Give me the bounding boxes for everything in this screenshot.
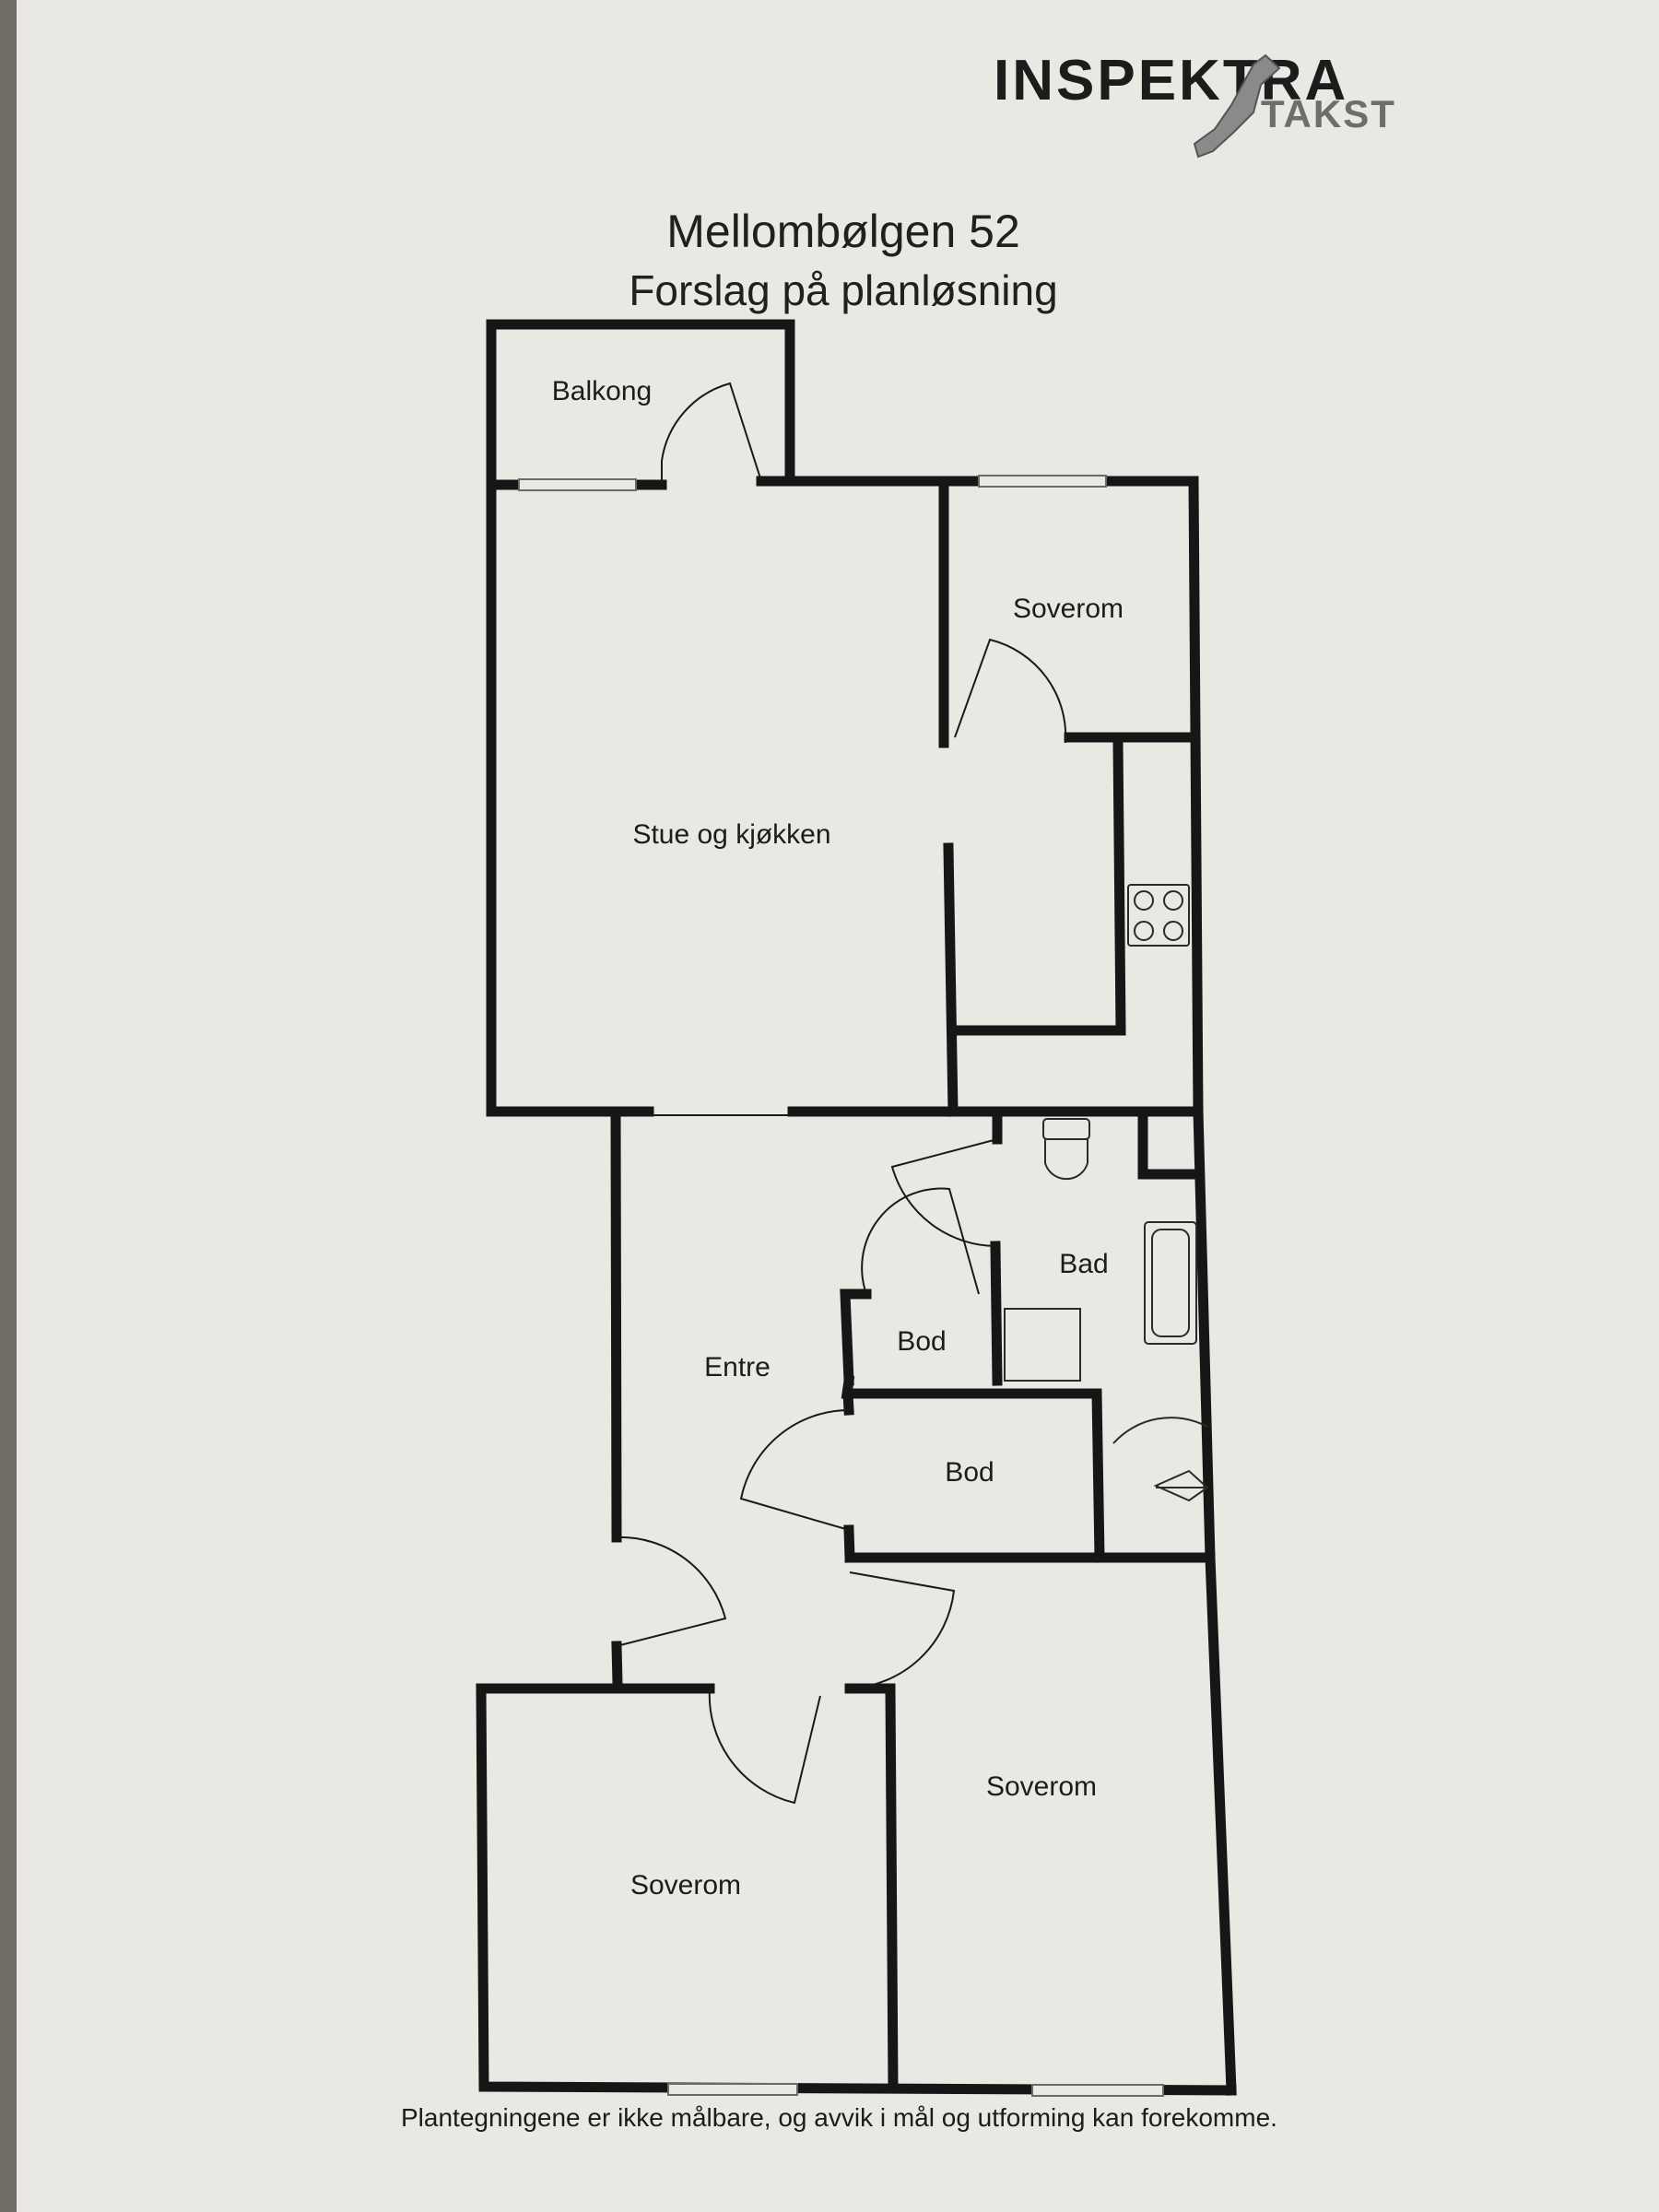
door-swings [616, 382, 1067, 1805]
room-label-bod-large: Bod [945, 1457, 994, 1488]
fixtures [1004, 884, 1209, 1502]
logo-map-icon [1193, 53, 1281, 159]
windows [518, 475, 1164, 2097]
room-label-soverom-top: Soverom [1012, 594, 1124, 624]
paper-sheet [17, 0, 1659, 2212]
disclaimer-text: Plantegningene er ikke målbare, og avvik… [401, 2103, 1277, 2132]
room-label-balkong: Balkong [551, 376, 653, 406]
room-label-soverom-left: Soverom [629, 1870, 742, 1900]
room-label-bod-small: Bod [897, 1326, 947, 1357]
room-label-entre: Entre [704, 1352, 771, 1382]
company-logo: INSPEKTRA TAKST [994, 48, 1464, 168]
room-label-stue-og-kjokken: Stue og kjøkken [632, 819, 831, 850]
plan-subtitle: Forslag på planløsning [629, 266, 1058, 314]
room-label-bad: Bad [1059, 1249, 1109, 1279]
walls [476, 319, 1237, 2096]
room-label-soverom-right: Soverom [985, 1771, 1098, 1802]
plan-title: Mellombølgen 52 [666, 206, 1020, 257]
logo-main-text: INSPEKTRA [994, 49, 1349, 112]
logo-sub-text: TAKST [1261, 92, 1396, 135]
